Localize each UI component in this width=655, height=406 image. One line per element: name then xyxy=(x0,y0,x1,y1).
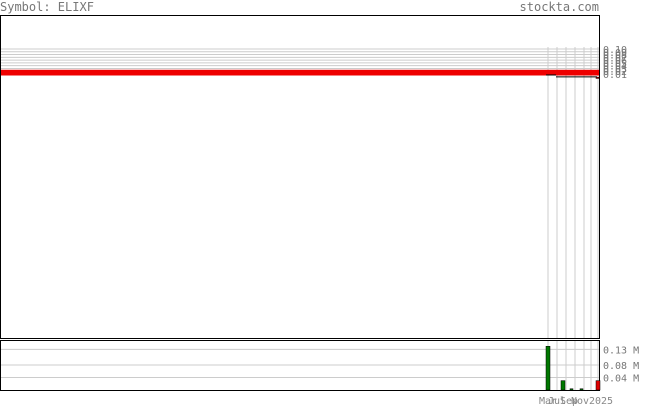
volume-bars xyxy=(545,346,601,391)
price-tick-label: 0.04 xyxy=(603,62,627,73)
volume-bar xyxy=(579,388,584,391)
price-tick-label: 0.07 xyxy=(603,53,627,64)
volume-bar xyxy=(595,380,601,391)
site-label: stockta.com xyxy=(520,0,599,14)
price-marks xyxy=(546,74,600,79)
price-tick-label: 0.02 xyxy=(603,67,627,78)
volume-grid xyxy=(1,348,599,378)
price-tick-label: 0.10 xyxy=(603,45,627,56)
price-tick-label: 0.03 xyxy=(603,64,627,75)
price-panel-frame xyxy=(0,15,600,339)
volume-bar xyxy=(560,380,566,391)
price-axis-ticks: 0.100.090.080.070.060.050.040.030.020.01 xyxy=(603,45,627,81)
price-tick-label: 0.01 xyxy=(603,70,627,81)
support-resistance-lines xyxy=(1,69,599,76)
price-tick-label: 0.08 xyxy=(603,51,627,62)
volume-tick-label: 0.04 M xyxy=(603,374,639,385)
volume-bar xyxy=(545,346,551,391)
x-tick-label: Nov xyxy=(571,396,589,406)
volume-tick-label: 0.08 M xyxy=(603,361,639,372)
price-candle xyxy=(595,76,600,79)
price-tick-label: 0.05 xyxy=(603,59,627,70)
volume-axis-ticks: 0.13 M 0.08 M 0.04 M xyxy=(603,345,639,384)
price-tick-label: 0.09 xyxy=(603,48,627,59)
volume-bar xyxy=(569,388,574,391)
price-tick-label: 0.06 xyxy=(603,56,627,67)
x-tick-label: 2025 xyxy=(589,396,613,406)
price-vertical-grid xyxy=(547,47,599,338)
volume-panel: 0.13 M 0.08 M 0.04 M xyxy=(0,340,639,391)
price-panel: 0.100.090.080.070.060.050.040.030.020.01 xyxy=(0,15,627,339)
symbol-label: Symbol: ELIXF xyxy=(0,0,94,14)
x-tick-label: Jul xyxy=(548,396,566,406)
volume-tick-label: 0.13 M xyxy=(603,345,639,356)
x-tick-label: Sep xyxy=(560,396,578,406)
x-tick-label: Mar xyxy=(539,396,557,406)
